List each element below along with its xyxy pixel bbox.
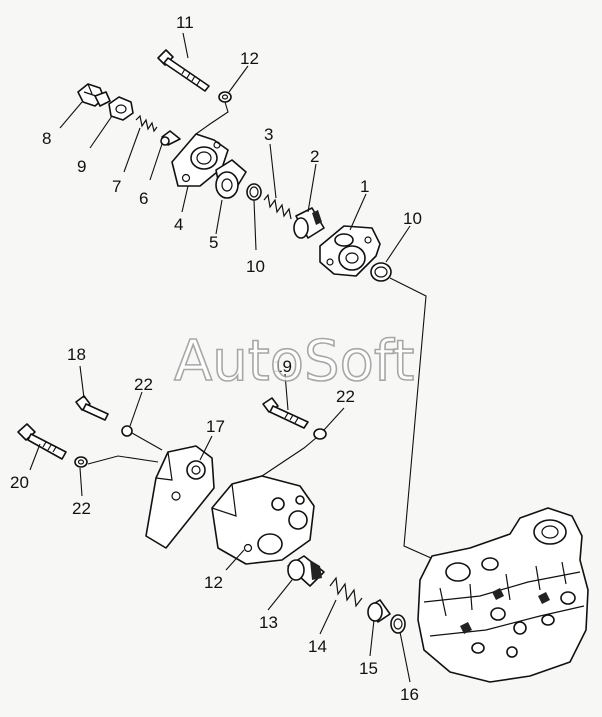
part-5-spacer [215, 159, 247, 199]
callout-14: 13 [259, 613, 278, 632]
callout-10-right: 10 [403, 209, 422, 228]
callout-13: 12 [204, 573, 223, 592]
callout-20: 19 [273, 357, 292, 376]
part-12-washer [218, 91, 232, 103]
callout-labels: 11 12 8 9 7 6 4 5 10 3 2 1 10 18 22 19 2… [10, 13, 422, 704]
callout-17: 16 [400, 685, 419, 704]
callout-8: 8 [42, 129, 51, 148]
callout-6: 6 [139, 189, 148, 208]
callout-22-c: 22 [336, 387, 355, 406]
part-13-housing [211, 475, 315, 565]
part-14-sleeve [287, 555, 325, 587]
part-10-oring-upper [246, 183, 262, 201]
callout-7: 7 [112, 177, 121, 196]
part-22-washer-a [121, 425, 133, 437]
leader-to-valve [389, 277, 441, 563]
leader-12 [195, 101, 229, 135]
part-6-poppet [160, 130, 181, 146]
callout-4: 4 [174, 215, 183, 234]
callout-11: 11 [176, 13, 194, 32]
part-4-plate [171, 133, 229, 187]
callout-16: 15 [359, 659, 378, 678]
callout-22-b: 22 [72, 499, 91, 518]
part-22-washer-b [74, 456, 88, 468]
part-11-bolt [157, 49, 210, 92]
part-18-cover [145, 445, 215, 549]
callout-10-upper: 10 [246, 257, 265, 276]
part-15-spring [329, 576, 363, 608]
part-8-plug [77, 83, 111, 107]
watermark-text: AutoSoft [174, 329, 415, 394]
leader-22a [131, 432, 163, 451]
callout-1: 1 [360, 177, 369, 196]
part-20-bolt [262, 397, 309, 429]
part-19-bolt [75, 395, 109, 421]
part-21-bolt [17, 423, 67, 460]
part-22-washer-c [313, 428, 327, 440]
callout-15: 14 [308, 637, 327, 656]
part-17-oring [390, 614, 406, 634]
callout-9: 9 [77, 157, 86, 176]
callout-21: 20 [10, 473, 29, 492]
callout-3: 3 [264, 125, 273, 144]
callout-leaders [29, 32, 411, 683]
part-16-cap [367, 599, 391, 623]
callout-18: 17 [206, 417, 225, 436]
valve-body [417, 507, 589, 683]
part-2-spool [293, 207, 325, 239]
callout-12: 12 [240, 49, 259, 68]
part-10-oring-right [370, 262, 392, 282]
callout-2: 2 [310, 147, 319, 166]
part-1-block [319, 225, 381, 277]
part-7-spring [135, 114, 158, 133]
part-3-spring [263, 193, 292, 220]
callout-19: 18 [67, 345, 86, 364]
leader-22c [261, 437, 317, 477]
callout-5: 5 [209, 233, 218, 252]
callout-22-a: 22 [134, 375, 153, 394]
leader-22b [87, 455, 159, 465]
part-9-nut [108, 96, 134, 121]
